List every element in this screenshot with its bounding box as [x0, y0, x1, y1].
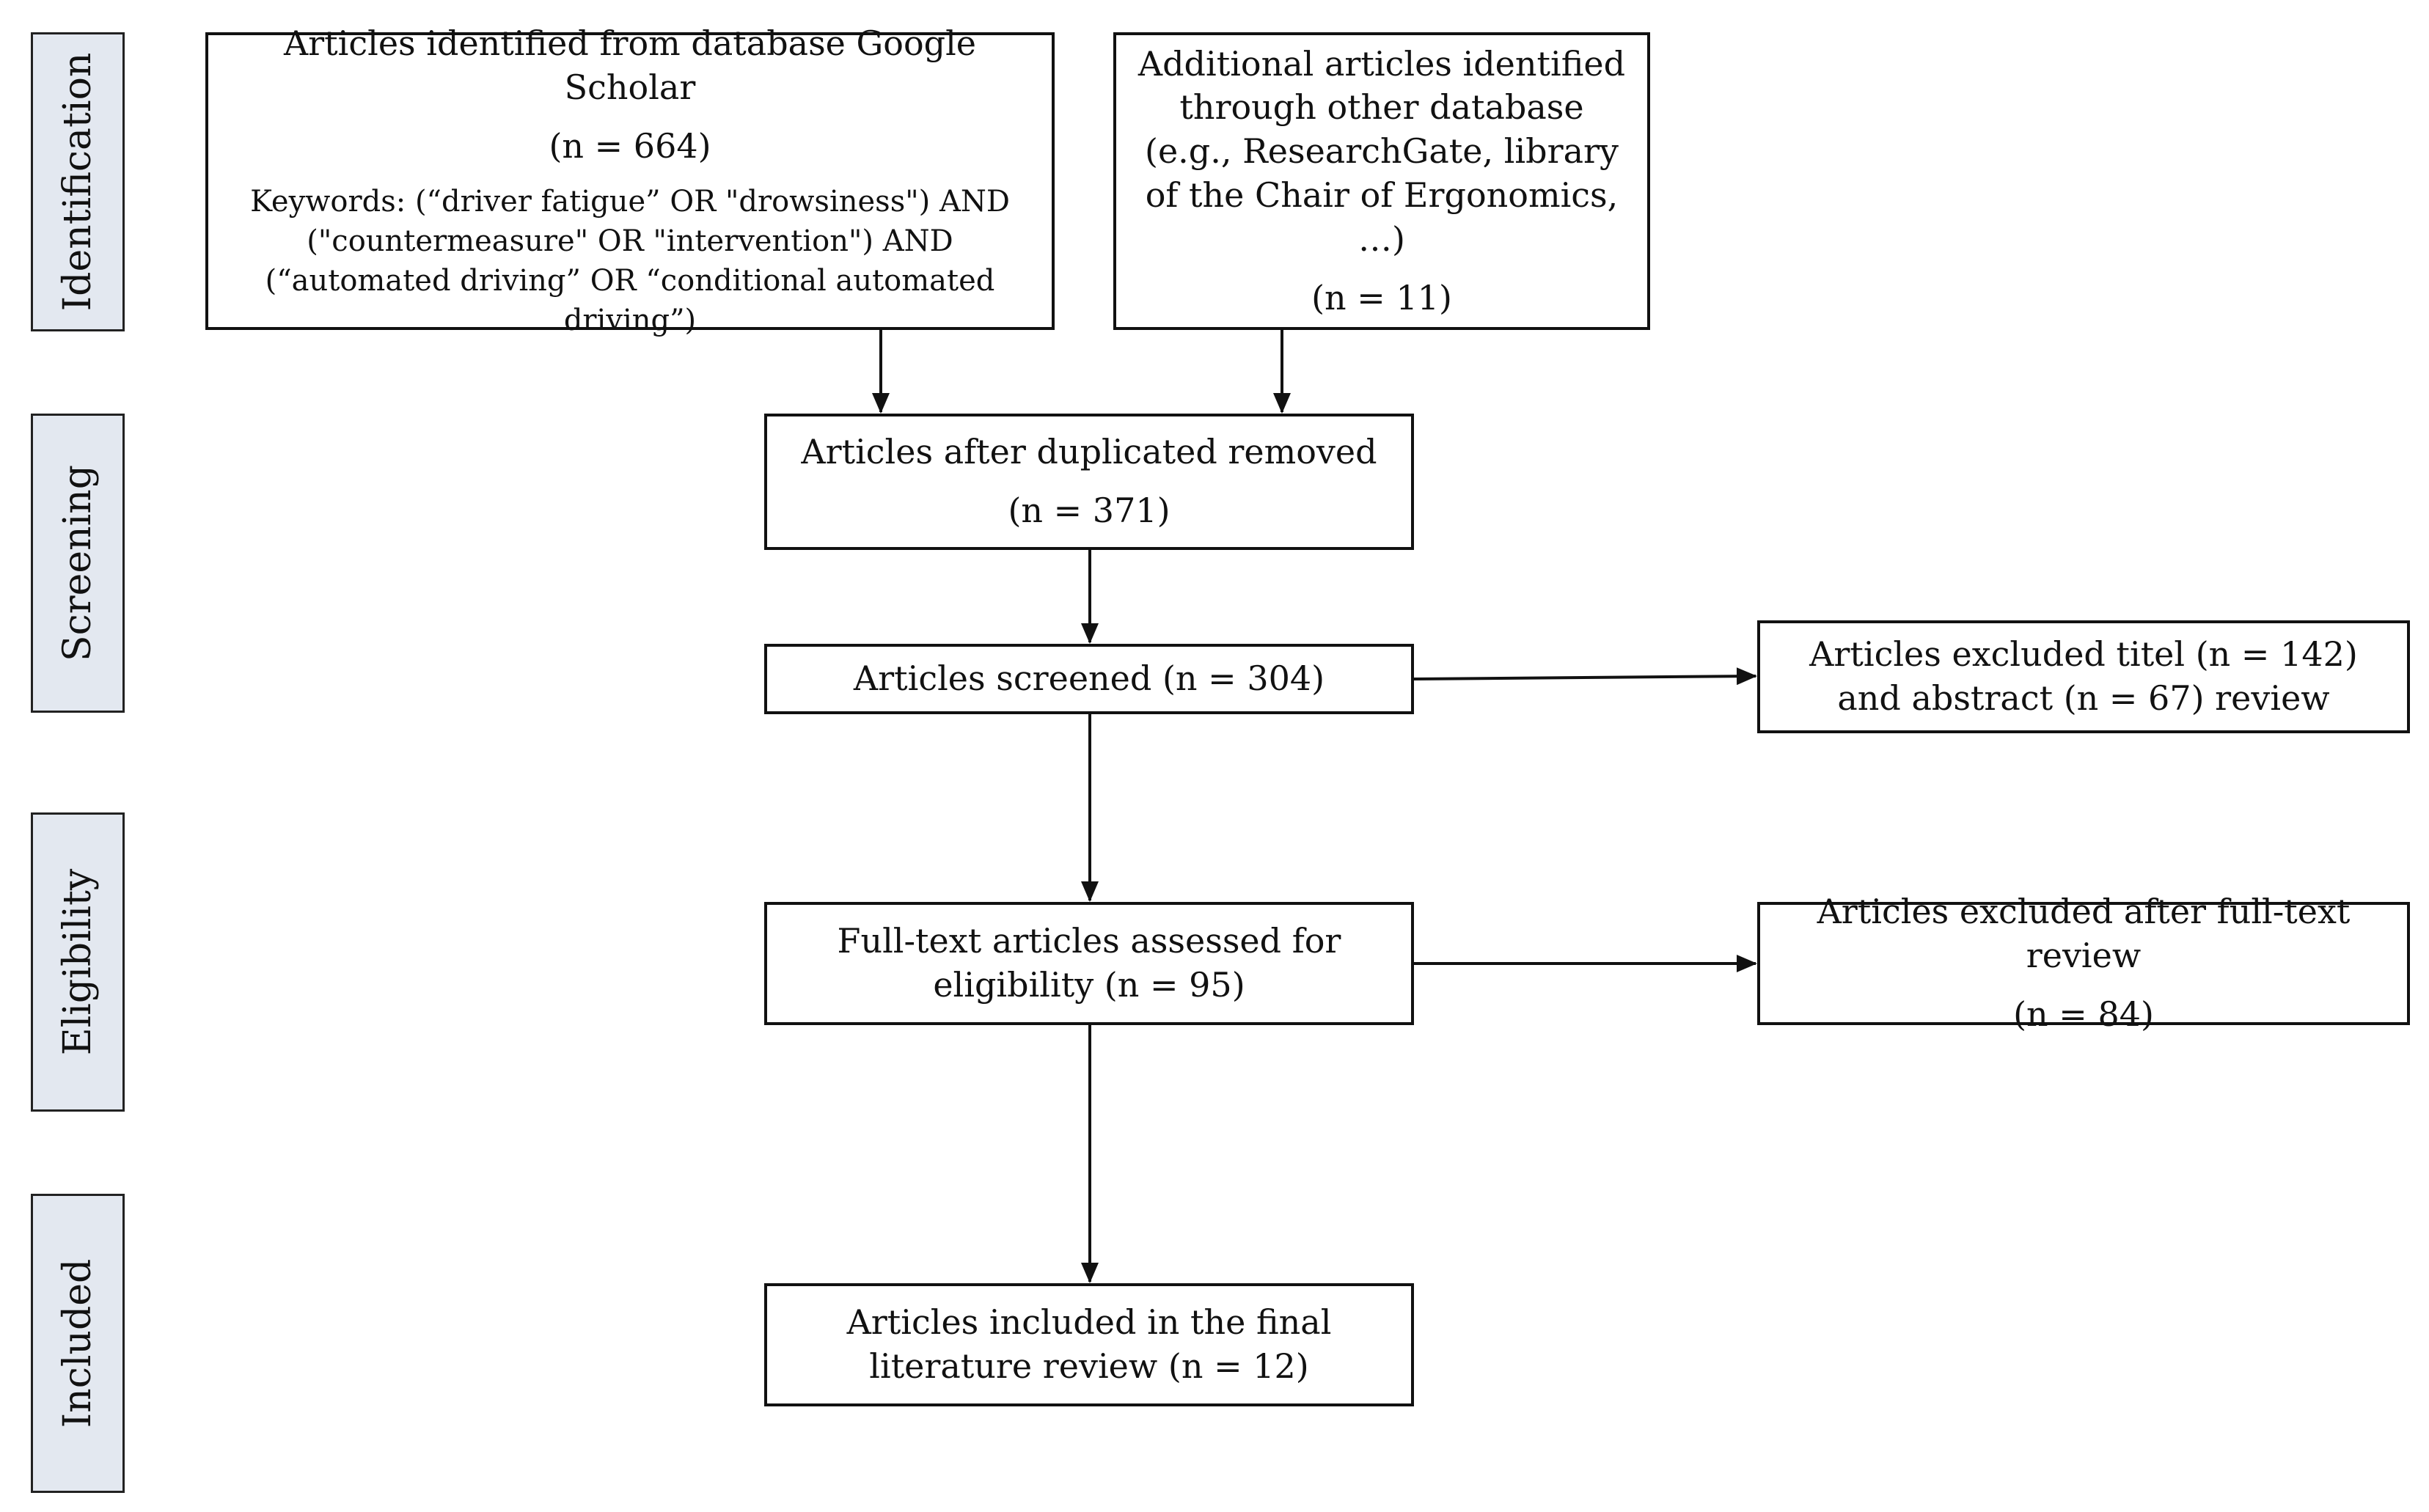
box-title: Full-text articles assessed for eligibil…	[837, 921, 1341, 1005]
box-title: Additional articles identified through o…	[1137, 43, 1626, 259]
box-fulltext-assessed: Full-text articles assessed for eligibil…	[764, 902, 1414, 1025]
box-count: (n = 84)	[2013, 994, 2154, 1034]
box-count: (n = 371)	[1008, 491, 1170, 530]
phase-screening: Screening	[31, 414, 125, 713]
phase-eligibility: Eligibility	[31, 812, 125, 1112]
box-included-final: Articles included in the final literatur…	[764, 1283, 1414, 1406]
box-title: Articles screened (n = 304)	[853, 658, 1325, 699]
box-duplicates-removed: Articles after duplicated removed (n = 3…	[764, 414, 1414, 550]
box-other-database: Additional articles identified through o…	[1113, 32, 1650, 330]
arrow-screened-to-excluded	[1413, 667, 1757, 686]
box-title: Articles excluded after full-text review	[1817, 892, 2351, 976]
box-title: Articles identified from database Google…	[283, 23, 977, 108]
phase-included: Included	[31, 1194, 125, 1493]
box-google-scholar: Articles identified from database Google…	[205, 23, 1055, 337]
box-keywords: Keywords: (“driver fatigue” OR "drowsine…	[250, 184, 1010, 337]
box-count: (n = 664)	[549, 125, 711, 166]
phase-identification: Identification	[31, 32, 125, 331]
box-title: Articles included in the final literatur…	[846, 1302, 1332, 1386]
box-excluded-title-abstract: Articles excluded titel (n = 142) and ab…	[1757, 620, 2410, 733]
box-count: (n = 11)	[1311, 277, 1452, 318]
box-title: Articles after duplicated removed	[801, 432, 1377, 472]
box-title: Articles excluded titel (n = 142) and ab…	[1809, 634, 2358, 718]
box-screened: Articles screened (n = 304)	[764, 644, 1414, 714]
box-excluded-fulltext: Articles excluded after full-text review…	[1757, 892, 2410, 1034]
